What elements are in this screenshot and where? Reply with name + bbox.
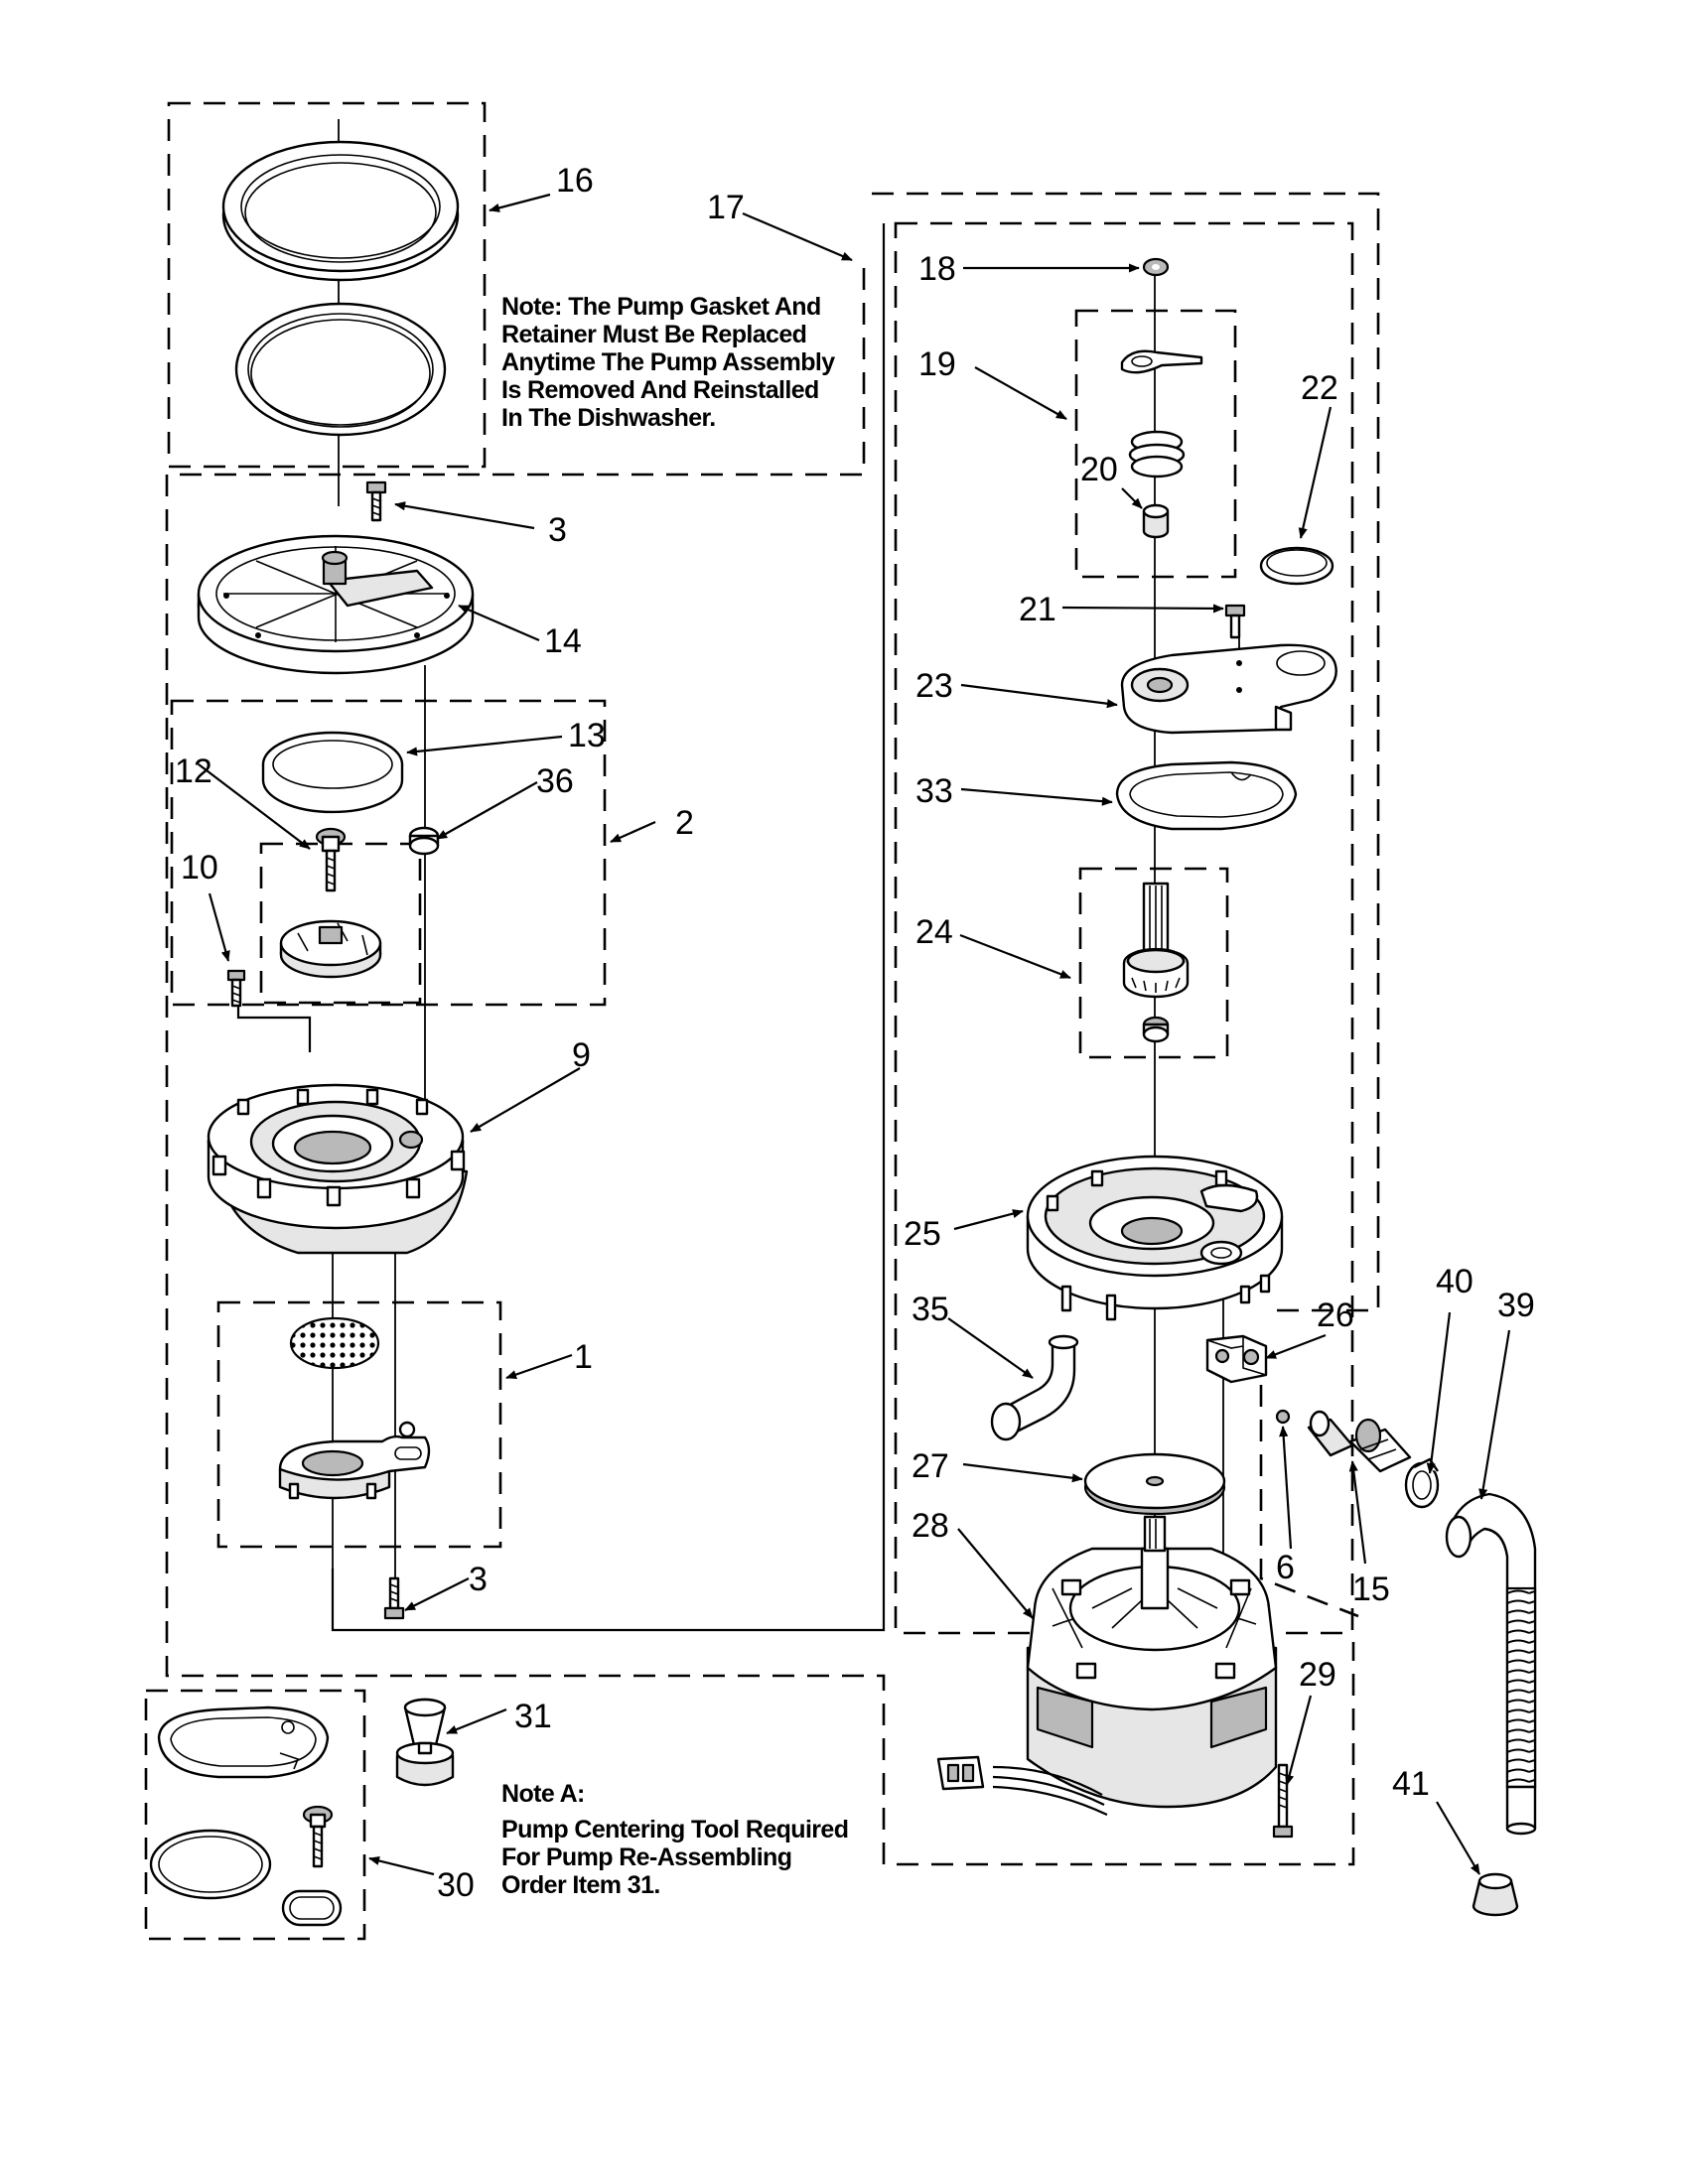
pump-housing-icon — [207, 1083, 469, 1255]
part-number: 18 — [918, 250, 956, 288]
bushing-icon — [1142, 1016, 1170, 1043]
part-number: 27 — [912, 1447, 949, 1485]
part-number: 23 — [915, 667, 953, 705]
pump-assembly-outline-note — [165, 268, 1355, 1866]
screw-icon-10 — [226, 969, 246, 1008]
part-number: 30 — [437, 1866, 475, 1904]
screw-icon-21 — [1224, 604, 1246, 639]
centering-tool-note: Note A: Pump Centering Tool Required For… — [501, 1780, 849, 1899]
small-o-ring-icon — [1275, 1409, 1291, 1425]
part-number: 31 — [514, 1698, 552, 1735]
slinger-disc-icon — [1083, 1452, 1226, 1516]
part-number: 21 — [1019, 591, 1056, 628]
centering-tool-icon — [395, 1698, 455, 1787]
part-number: 2 — [675, 804, 694, 842]
note-line: Note A: — [501, 1780, 585, 1808]
note-line: Retainer Must Be Replaced — [501, 321, 806, 348]
group-box-2 — [170, 699, 607, 1007]
part-number: 17 — [707, 189, 745, 226]
note-line: In The Dishwasher. — [501, 404, 716, 432]
part-number: 6 — [1276, 1549, 1295, 1586]
part-number: 15 — [1352, 1570, 1390, 1608]
screw-icon-bottom — [383, 1576, 405, 1620]
part-number: 10 — [181, 849, 218, 887]
pump-assembly-outline — [872, 192, 1380, 1312]
part-number: 28 — [912, 1507, 949, 1545]
part-number-labels: 16 17 18 19 20 22 21 23 33 24 3 14 13 12… — [175, 162, 1535, 1904]
part-number: 13 — [568, 717, 606, 754]
hose-cap-icon — [1472, 1872, 1519, 1917]
part-number: 12 — [175, 752, 212, 790]
part-number: 29 — [1299, 1656, 1336, 1694]
part-number: 9 — [572, 1036, 591, 1074]
plug-icon — [1142, 503, 1170, 539]
group-box-impeller — [259, 842, 422, 1005]
pump-motor-icon — [1026, 1515, 1278, 1809]
pump-outline-left — [331, 223, 886, 1632]
washer-icon — [1142, 257, 1170, 277]
gasket-replacement-note: Note: The Pump Gasket And Retainer Must … — [501, 293, 836, 432]
pump-cover-icon — [197, 534, 475, 675]
elbow-hose-icon — [990, 1334, 1079, 1441]
pump-gasket-ring-icon — [221, 140, 460, 282]
motor-wire-harness-icon — [936, 1755, 1108, 1816]
valve-bracket-icon — [1205, 1334, 1268, 1384]
spring-icon — [1128, 430, 1186, 478]
gasket-group-box — [167, 101, 487, 469]
part-number: 22 — [1301, 369, 1338, 407]
seal-ring-icon — [261, 731, 404, 814]
part-number: 20 — [1080, 451, 1118, 488]
gasket-retainer-ring-icon — [234, 302, 447, 437]
hose-clamp-icon — [1404, 1457, 1440, 1509]
check-valve-icon — [1307, 1410, 1412, 1473]
part-number: 40 — [1436, 1263, 1474, 1300]
part-number: 25 — [904, 1215, 941, 1253]
kit-gasket-icon — [157, 1706, 330, 1779]
part-number: 19 — [918, 345, 956, 383]
part-number: 39 — [1497, 1287, 1535, 1324]
filter-base-icon — [278, 1421, 431, 1500]
motor-mount-icon — [1026, 1155, 1284, 1321]
part-number: 16 — [556, 162, 594, 200]
clip-icon — [1120, 349, 1203, 374]
part-number: 3 — [548, 511, 567, 549]
group-box-1 — [216, 1300, 502, 1549]
part-number: 24 — [915, 913, 953, 951]
mounting-plate-icon — [1120, 643, 1337, 735]
motor-screw-icon — [1272, 1763, 1294, 1839]
note-line: Is Removed And Reinstalled — [501, 376, 819, 404]
part-number: 36 — [536, 762, 574, 800]
small-seal-icon — [408, 826, 440, 856]
kit-screw-icon — [302, 1805, 334, 1868]
note-line: Order Item 31. — [501, 1871, 660, 1899]
group-box-30 — [144, 1689, 366, 1941]
leader-arrows — [198, 193, 1511, 1876]
group-box-24 — [1078, 867, 1229, 1059]
part-number: 33 — [915, 772, 953, 810]
part-number: 35 — [912, 1291, 949, 1328]
part-number: 26 — [1317, 1297, 1354, 1334]
group-box-19 — [1074, 309, 1237, 579]
part-number: 1 — [574, 1338, 593, 1376]
plate-gasket-icon — [1115, 760, 1298, 831]
note-line: For Pump Re-Assembling — [501, 1843, 791, 1871]
note-line: Note: The Pump Gasket And — [501, 293, 821, 321]
kit-ring-icon — [149, 1829, 272, 1900]
part-number: 3 — [469, 1561, 488, 1598]
impeller-icon — [279, 919, 382, 979]
drain-hose-icon — [1445, 1492, 1537, 1836]
impeller-bolt-icon — [315, 827, 347, 892]
screw-icon — [365, 480, 387, 522]
o-ring-icon — [1259, 546, 1334, 586]
note-line: Anytime The Pump Assembly — [501, 348, 835, 376]
filter-screen-icon — [289, 1316, 380, 1370]
part-number: 41 — [1392, 1765, 1430, 1803]
outline-line-to-valve — [1259, 1350, 1359, 1618]
note-line: Pump Centering Tool Required — [501, 1816, 848, 1843]
kit-seal-icon — [281, 1889, 343, 1927]
drive-shaft-icon — [1122, 882, 1190, 999]
part-number: 14 — [544, 622, 582, 660]
